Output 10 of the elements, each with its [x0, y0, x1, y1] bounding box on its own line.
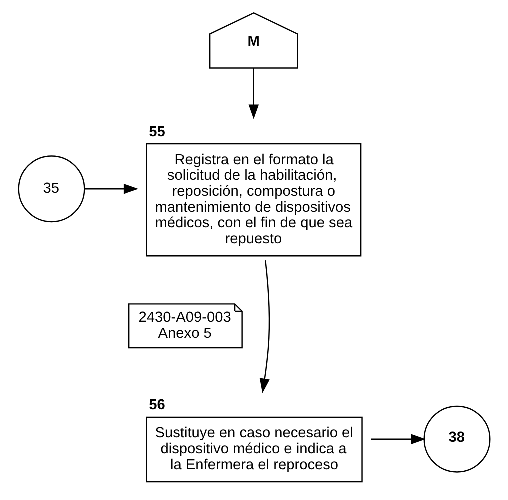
arrow [248, 68, 259, 120]
node-circle: 38 [423, 406, 490, 473]
arrow [259, 260, 270, 394]
node-circle: 35 [18, 156, 85, 223]
arrow [370, 434, 426, 444]
node-label: 56 [148, 398, 165, 414]
node-box: Registra en el formato la solicitud de la habilitación, reposición, compostura o mantenimiento de dispositivos médicos, con el fin de que sea repuesto [146, 143, 362, 257]
node-label: 55 [148, 124, 165, 140]
node-box: Sustituye en caso necesario el dispositivo médico e indica a la Enfermera el reproceso [146, 416, 362, 483]
arrow [84, 184, 138, 194]
